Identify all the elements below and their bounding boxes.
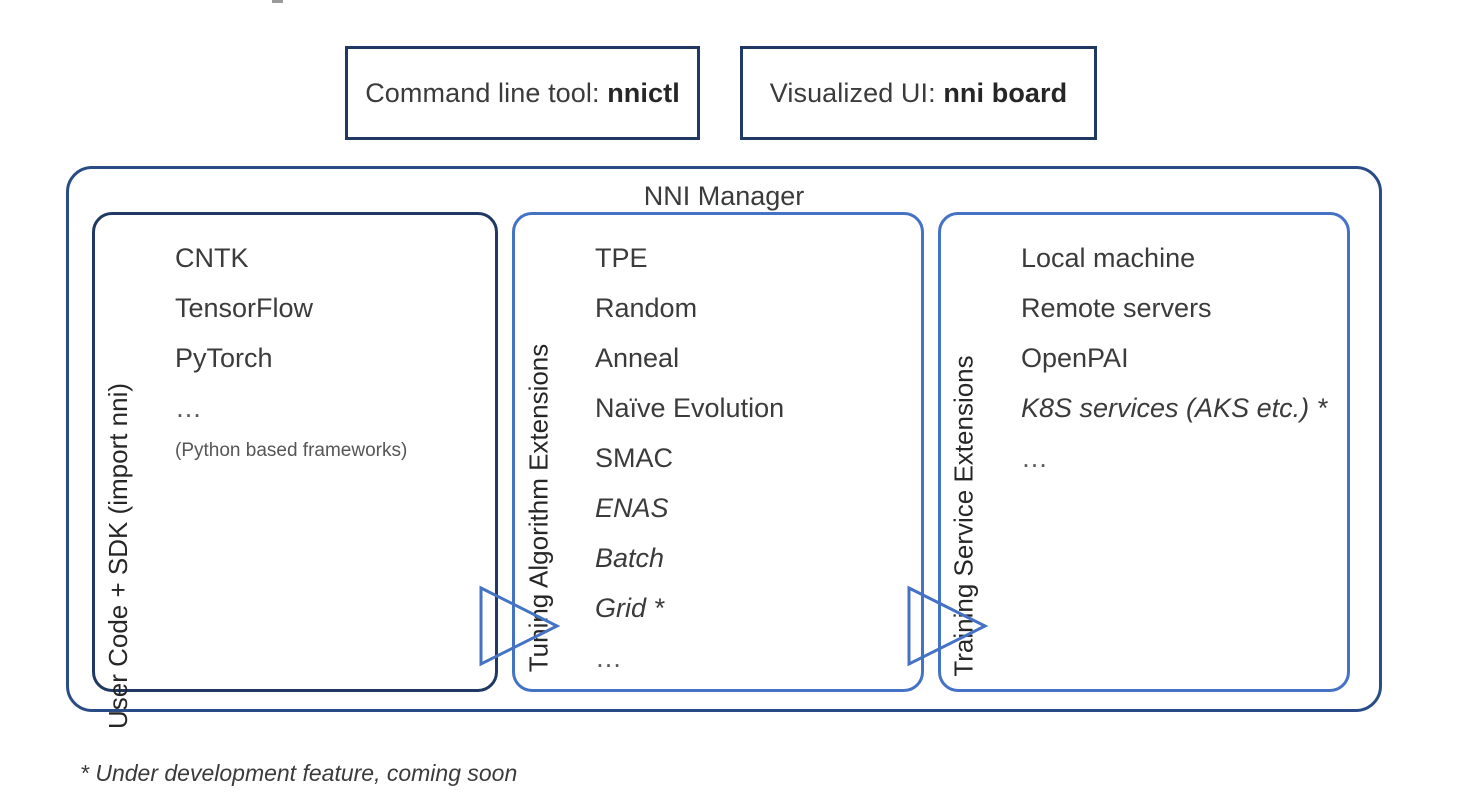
- list-item[interactable]: SMAC: [595, 443, 674, 473]
- list-item[interactable]: CNTK: [175, 243, 249, 273]
- nni-manager-title: NNI Manager: [643, 181, 805, 211]
- list-item-note: (Python based frameworks): [175, 440, 408, 461]
- list-item[interactable]: K8S services (AKS etc.) *: [1021, 393, 1328, 423]
- list-item[interactable]: Anneal: [595, 343, 680, 373]
- list-item[interactable]: Remote servers: [1021, 293, 1212, 323]
- list-item[interactable]: Batch: [595, 543, 665, 573]
- visualized-ui-label: Visualized UI: nni board: [770, 78, 1067, 109]
- command-line-tool-prefix: Command line tool:: [365, 77, 608, 108]
- list-item[interactable]: TensorFlow: [175, 293, 314, 323]
- list-item[interactable]: PyTorch: [175, 343, 273, 373]
- panel-training-service-extensions[interactable]: Training Service Extensions Local machin…: [938, 212, 1350, 692]
- panel-user-code-sdk-item-list: CNTK TensorFlow PyTorch … (Python based …: [175, 233, 485, 469]
- visualized-ui-name: nni board: [943, 77, 1068, 108]
- list-item[interactable]: ENAS: [595, 493, 669, 523]
- panel-user-code-sdk-side-label: User Code + SDK (import nni): [95, 215, 141, 729]
- list-item-ellipsis: …: [595, 643, 622, 673]
- panel-tuning-algorithm-extensions[interactable]: Tuning Algorithm Extensions TPE Random A…: [512, 212, 924, 692]
- list-item-ellipsis: …: [1021, 443, 1048, 473]
- visualized-ui-prefix: Visualized UI:: [769, 77, 944, 108]
- list-item[interactable]: OpenPAI: [1021, 343, 1129, 373]
- panel-tuning-item-list: TPE Random Anneal Naïve Evolution SMAC E…: [595, 233, 911, 683]
- visualized-ui-box[interactable]: Visualized UI: nni board: [740, 46, 1097, 140]
- list-item-ellipsis: …: [175, 393, 202, 423]
- list-item[interactable]: Random: [595, 293, 698, 323]
- panel-training-item-list: Local machine Remote servers OpenPAI K8S…: [1021, 233, 1337, 483]
- command-line-tool-box[interactable]: Command line tool: nnictl: [345, 46, 700, 140]
- list-item[interactable]: Local machine: [1021, 243, 1196, 273]
- footnote-under-development: * Under development feature, coming soon: [80, 760, 518, 786]
- list-item[interactable]: Grid *: [595, 593, 665, 623]
- image-artifact-mark: [272, 0, 283, 3]
- panel-user-code-sdk[interactable]: User Code + SDK (import nni) CNTK Tensor…: [92, 212, 498, 729]
- command-line-tool-label: Command line tool: nnictl: [365, 78, 680, 109]
- list-item[interactable]: Naïve Evolution: [595, 393, 785, 423]
- panel-user-code-sdk-side-label-text: User Code + SDK (import nni): [103, 382, 133, 730]
- command-line-tool-name: nnictl: [607, 77, 680, 108]
- list-item[interactable]: TPE: [595, 243, 648, 273]
